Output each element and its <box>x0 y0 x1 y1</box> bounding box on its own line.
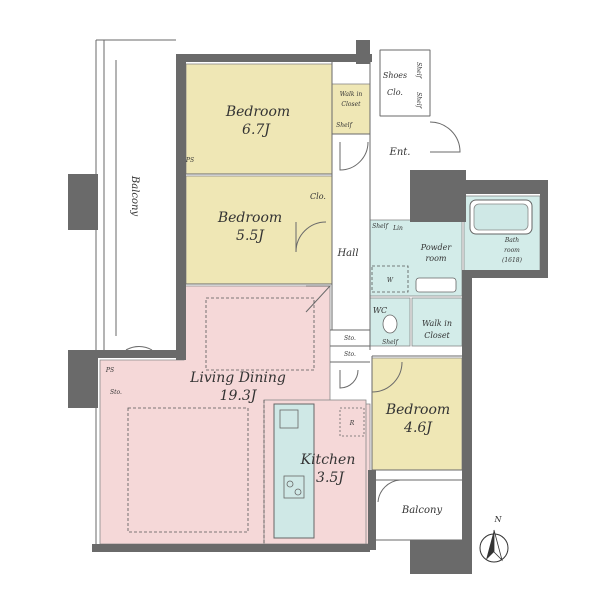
bath-room-size: (1618) <box>502 257 523 264</box>
storage-label-3: Sto. <box>110 389 122 396</box>
storage-label-2: Sto. <box>344 351 356 358</box>
bedroom-3-label: Bedroom <box>385 402 450 418</box>
shoes-closet-label: Shoes <box>383 71 407 80</box>
bedroom-1-area <box>185 63 333 175</box>
walk-in-closet-2-area <box>411 297 463 347</box>
kitchen-label: Kitchen <box>300 452 356 468</box>
washer-label: W <box>387 277 394 284</box>
toilet <box>382 314 398 334</box>
kitchen-size: 3.5J <box>316 470 345 486</box>
shelf-label-1: Shelf <box>336 122 353 129</box>
walk-in-closet-2-label-2: Closet <box>424 331 450 340</box>
interior-walls <box>95 39 462 544</box>
north-arrow-label: N <box>494 515 503 524</box>
bath-room-label-2: room <box>504 247 520 254</box>
shelf-label-4: Shelf <box>415 62 422 79</box>
fridge-space <box>339 407 365 437</box>
bathtub <box>469 199 533 235</box>
shoes-closet-area <box>379 49 431 117</box>
bedroom-2-label: Bedroom <box>217 210 282 226</box>
shelf-label-5: Shelf <box>415 92 422 109</box>
powder-room-label: Powder <box>420 243 453 252</box>
balcony-south-label: Balcony <box>401 505 443 516</box>
pipe-space-label-1: PS <box>185 157 194 164</box>
walk-in-closet-2-label: Walk in <box>422 319 452 328</box>
walls <box>68 40 548 574</box>
pipe-space-label-2: PS <box>105 367 114 374</box>
powder-room-label-2: room <box>425 254 446 263</box>
closet-label: Clo. <box>310 192 326 201</box>
bedroom-1-label: Bedroom <box>225 104 290 120</box>
fridge-label: R <box>349 420 355 427</box>
shelf-label-2: Shelf <box>382 339 399 346</box>
bedroom-2-area <box>185 175 333 285</box>
bedroom-1-size: 6.7J <box>242 122 271 138</box>
shelf-label-3: Shelf <box>372 223 389 230</box>
shoes-closet-label-2: Clo. <box>387 88 403 97</box>
bath-room-label: Bath <box>504 237 519 244</box>
living-dining-label: Living Dining <box>189 370 286 386</box>
walk-in-closet-1-label: Walk in <box>340 91 363 98</box>
balcony-west-label: Balcony <box>129 175 140 217</box>
linen-label: Lin <box>392 225 403 232</box>
walk-in-closet-1-label-2: Closet <box>341 101 361 108</box>
storage-label-1: Sto. <box>344 335 356 342</box>
wc-label: WC <box>373 306 387 315</box>
bedroom-2-size: 5.5J <box>236 228 265 244</box>
kitchen-island <box>273 403 315 539</box>
bedroom-3-size: 4.6J <box>403 420 433 436</box>
living-dining-size: 19.3J <box>220 388 258 404</box>
hall-label: Hall <box>336 248 358 259</box>
ceiling-outlines <box>127 265 409 544</box>
entrance-label: Ent. <box>389 147 411 158</box>
north-arrow: N <box>479 515 509 563</box>
washbasin <box>415 277 457 293</box>
doors <box>125 121 461 503</box>
